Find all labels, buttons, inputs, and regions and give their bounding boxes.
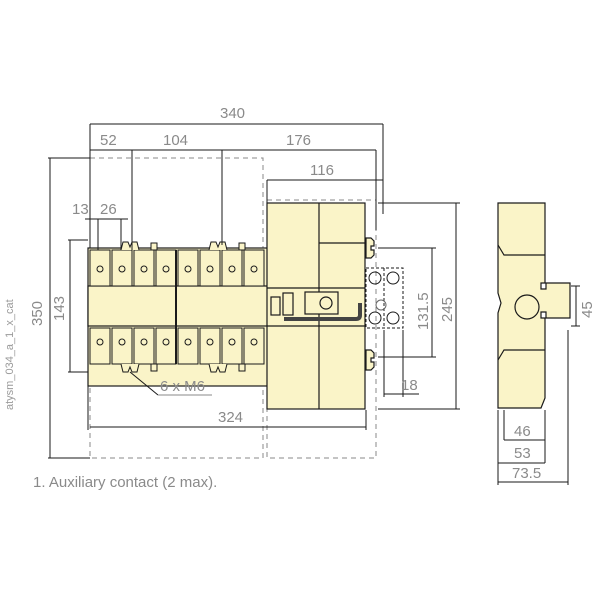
side-view [497, 202, 571, 409]
dim-324: 324 [218, 409, 244, 426]
dim-131-5: 131.5 [415, 292, 432, 330]
dim-350: 350 [29, 300, 46, 326]
dim-13: 13 [72, 201, 89, 218]
dim-73-5: 73.5 [512, 465, 542, 482]
dim-143: 143 [51, 295, 68, 321]
dim-26: 26 [100, 201, 117, 218]
dim-340: 340 [220, 105, 246, 122]
dim-18: 18 [401, 377, 418, 394]
dim-53: 53 [514, 445, 531, 462]
dim-52: 52 [100, 132, 117, 149]
auxiliary-contacts [365, 267, 404, 329]
dimension-lines [48, 123, 580, 485]
terminals-top [89, 241, 265, 287]
dim-245: 245 [439, 296, 456, 322]
callout-6xM6: 6 x M6 [160, 378, 206, 395]
terminals-bottom [89, 250, 265, 373]
footnote: 1. Auxiliary contact (2 max). [33, 474, 218, 491]
handle-block [266, 202, 375, 410]
dim-45: 45 [579, 301, 596, 318]
dim-46: 46 [514, 423, 531, 440]
dim-104: 104 [163, 132, 189, 149]
dim-116: 116 [310, 162, 334, 179]
drawing-reference-label: atysm_034_a_1_x_cat [4, 299, 16, 410]
dim-176: 176 [286, 132, 312, 149]
